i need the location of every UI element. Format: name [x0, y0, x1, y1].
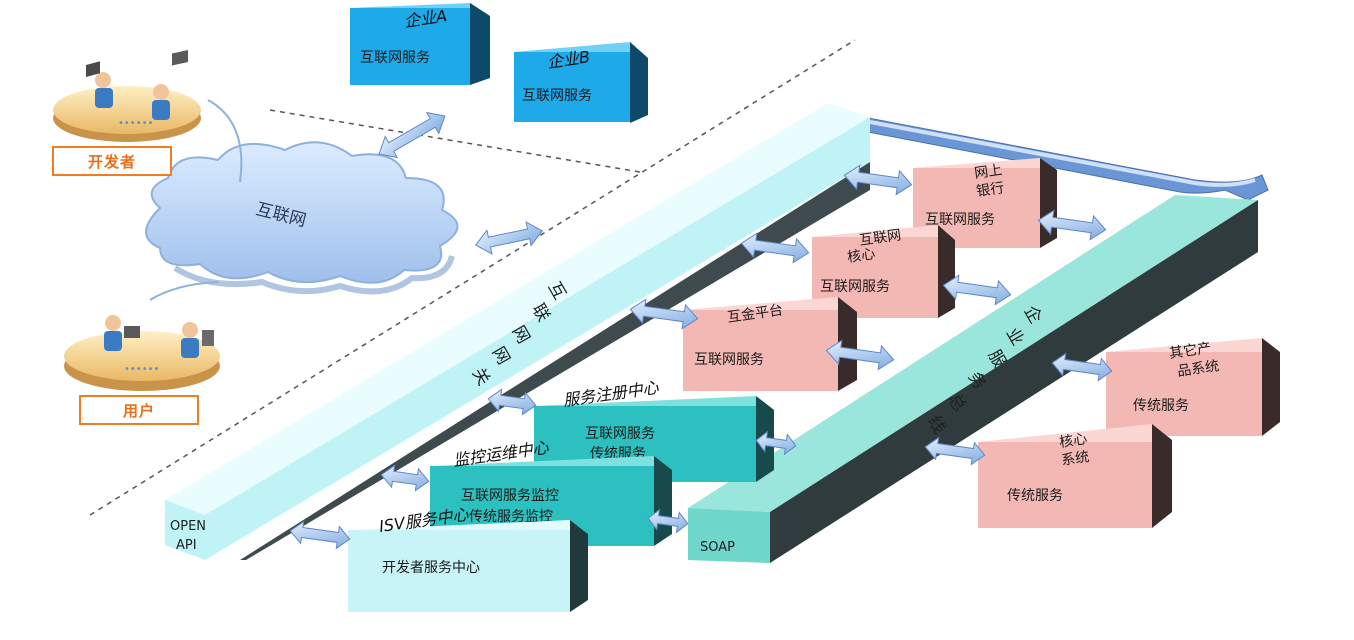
- isv-service-center-line1: 开发者服务中心: [382, 560, 480, 576]
- arrow-banking-bus: [1037, 209, 1107, 241]
- internet-core-title-line2: 核心: [846, 246, 876, 266]
- gateway-end-label-line1: OPEN: [170, 519, 206, 534]
- user-desk-illustration: ••••••: [64, 315, 220, 391]
- core-system-service: 传统服务: [1007, 488, 1063, 504]
- online-banking-title-line2: 银行: [975, 180, 1005, 200]
- user-cloud-connector: [149, 281, 219, 301]
- service-registry-center-line1: 互联网服务: [585, 426, 655, 442]
- arrow-bus-other-products: [1051, 352, 1113, 382]
- monitoring-ops-center-line1: 互联网服务监控: [461, 488, 559, 504]
- online-banking-service: 互联网服务: [925, 212, 995, 228]
- online-banking-title-line1: 网上: [973, 162, 1003, 182]
- arrow-monitoring-bus: [647, 508, 689, 534]
- arrow-gateway-fintech: [629, 298, 699, 330]
- developer-cloud-connector: [207, 99, 243, 183]
- core-system-title-line1: 核心: [1058, 431, 1088, 451]
- fintech-platform-title: 互金平台: [726, 302, 784, 326]
- svg-text:••••••: ••••••: [124, 364, 159, 375]
- separator-line-diagonal: [89, 39, 856, 516]
- gateway-end-label-line2: API: [176, 538, 197, 553]
- other-products-box: [1106, 338, 1280, 436]
- svg-text:••••••: ••••••: [118, 118, 153, 129]
- developer-tag: 开发者: [52, 146, 172, 176]
- arrow-registry-bus: [755, 430, 797, 456]
- separator-line-upper: [269, 109, 641, 173]
- enterprise-a-box: [350, 3, 490, 85]
- enterprise-b-service: 互联网服务: [522, 88, 592, 104]
- internet-gateway-bar: [165, 103, 870, 560]
- user-tag: 用户: [79, 395, 199, 425]
- monitoring-ops-center-line2: 传统服务监控: [469, 509, 553, 525]
- enterprise-b-box: [514, 42, 648, 123]
- arrow-gateway-isv: [289, 520, 351, 550]
- arrow-fintech-bus: [825, 339, 895, 371]
- monitoring-ops-center-box: [430, 456, 672, 546]
- arrow-gateway-registry: [487, 388, 537, 416]
- internet-cloud: [145, 141, 459, 295]
- arrow-core-bus: [942, 274, 1012, 306]
- other-products-title-line2: 品系统: [1176, 358, 1220, 380]
- core-system-box: [978, 424, 1172, 528]
- fintech-platform-service: 互联网服务: [694, 352, 764, 368]
- arrow-bus-core-system: [924, 436, 986, 466]
- core-system-title-line2: 系统: [1060, 449, 1090, 469]
- arrow-enterprise-gateway: [378, 111, 446, 159]
- arrow-gateway-core: [740, 232, 810, 264]
- arrow-cloud-gateway: [474, 221, 544, 255]
- other-products-service: 传统服务: [1133, 398, 1189, 414]
- developer-desk-illustration: ••••••: [53, 50, 201, 142]
- arrow-gateway-banking: [843, 164, 913, 196]
- enterprise-service-bus-bar: [688, 195, 1258, 563]
- fintech-platform-box: [683, 297, 857, 391]
- bus-end-label: SOAP: [700, 540, 735, 555]
- isv-service-center-box: [348, 520, 588, 612]
- internet-core-service: 互联网服务: [820, 279, 890, 295]
- arrow-gateway-monitoring: [380, 464, 430, 492]
- other-products-title-line1: 其它产: [1168, 339, 1212, 362]
- enterprise-a-service: 互联网服务: [360, 50, 430, 66]
- internet-core-title-line1: 互联网: [858, 227, 902, 249]
